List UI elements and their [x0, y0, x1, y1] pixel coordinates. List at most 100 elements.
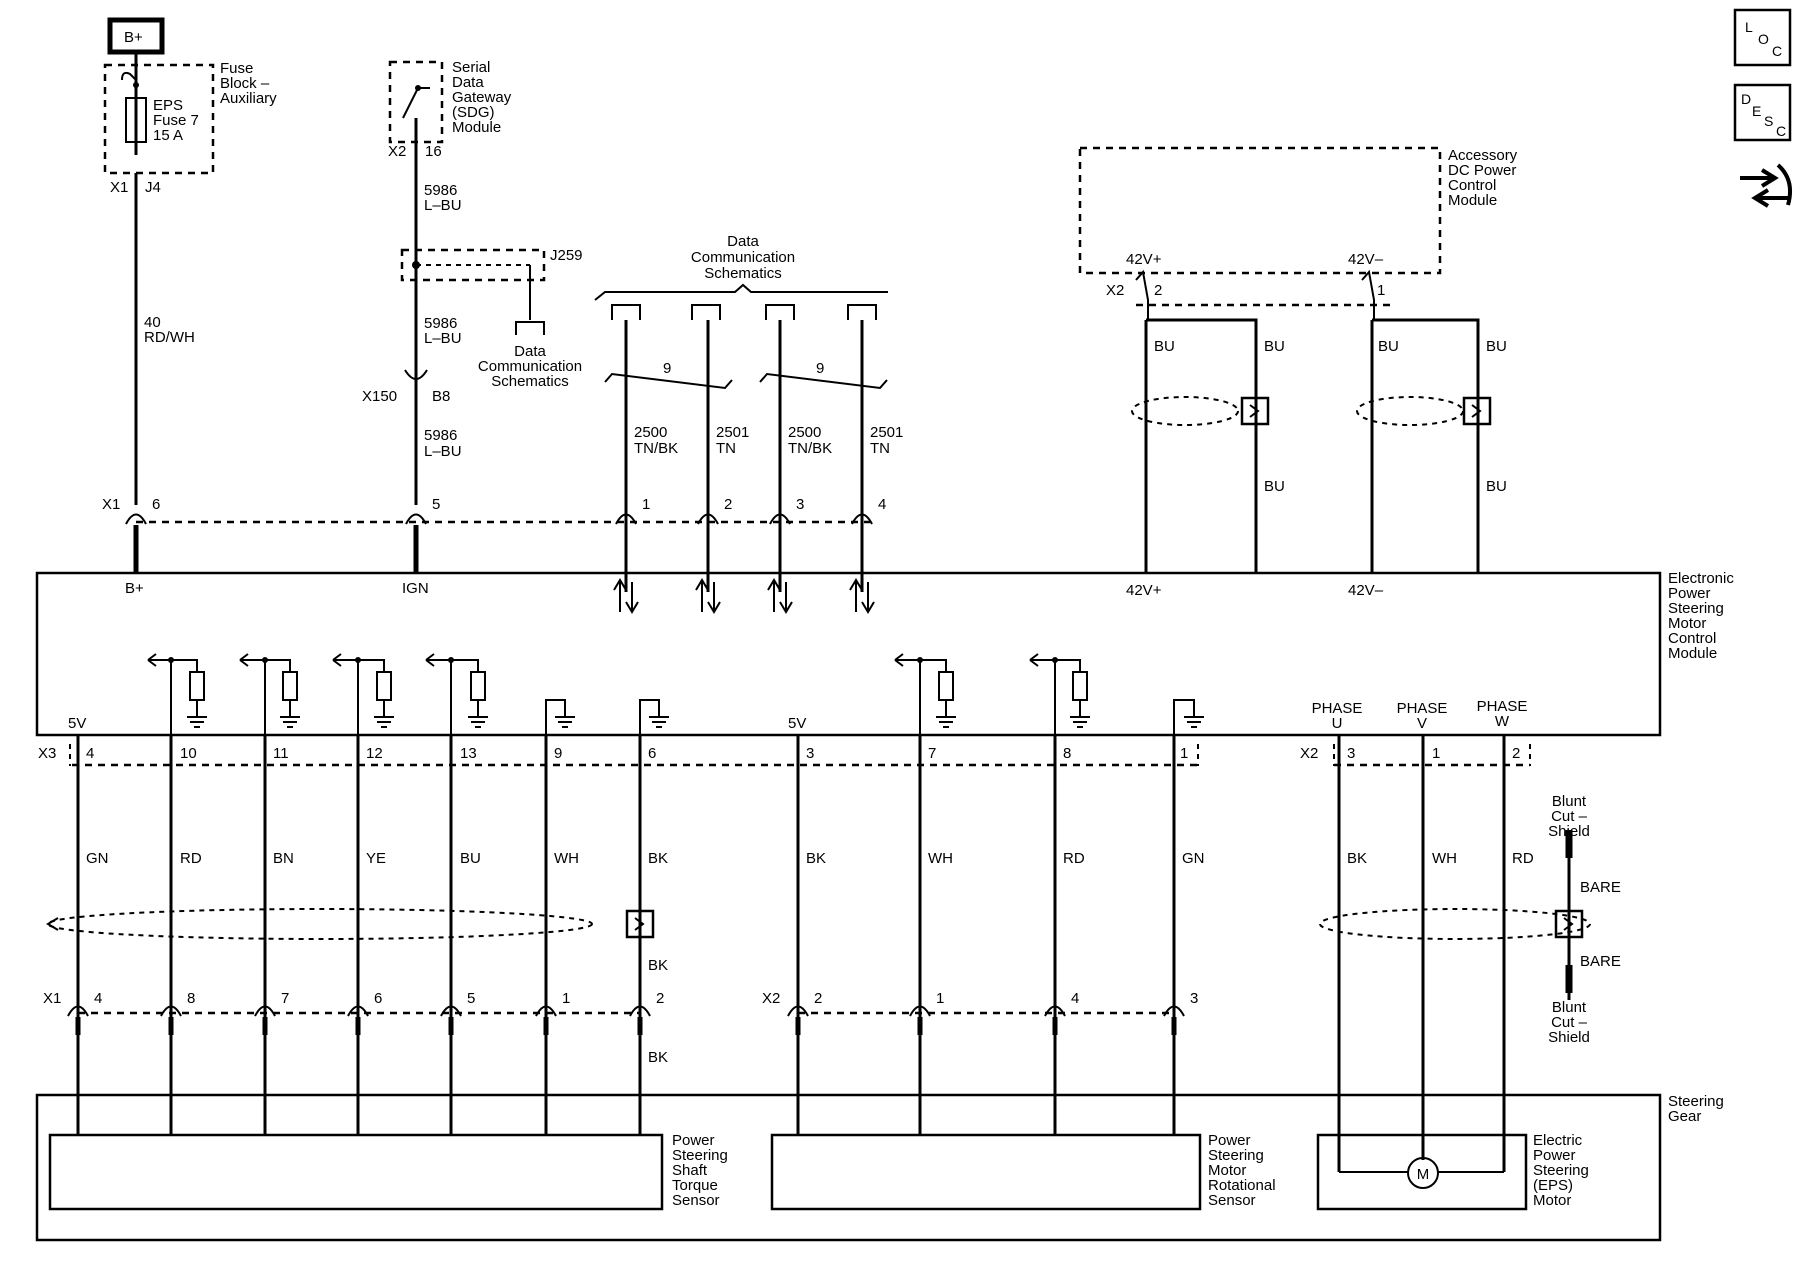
svg-text:Cut –: Cut –: [1551, 808, 1588, 825]
svg-text:Blunt: Blunt: [1552, 793, 1587, 810]
svg-text:4: 4: [1071, 990, 1079, 1007]
svg-text:Electric: Electric: [1533, 1132, 1583, 1149]
svg-text:3: 3: [796, 496, 804, 513]
svg-text:TN/BK: TN/BK: [788, 440, 832, 457]
x1-connector-row: X1 6 5 1 2 3 4: [102, 496, 886, 525]
svg-text:Sensor: Sensor: [1208, 1192, 1256, 1209]
svg-text:WH: WH: [928, 850, 953, 867]
steering-gear: Steering Gear: [35, 1093, 1724, 1242]
svg-text:X150: X150: [362, 388, 397, 405]
svg-text:TN/BK: TN/BK: [634, 440, 678, 457]
motor-symbol: M: [1417, 1166, 1430, 1183]
svg-text:Cut –: Cut –: [1551, 1014, 1588, 1031]
loc-icon[interactable]: L O C: [1733, 8, 1792, 67]
svg-text:U: U: [1332, 715, 1343, 732]
svg-text:Control: Control: [1448, 177, 1496, 194]
accessory-dc-power-module: Accessory DC Power Control Module 42V+ 4…: [1078, 146, 1518, 275]
svg-text:C: C: [1772, 43, 1782, 59]
svg-text:Gear: Gear: [1668, 1108, 1701, 1125]
torque-sensor-shield: BK BK: [46, 908, 668, 1066]
desc-icon[interactable]: D E S C: [1733, 83, 1792, 142]
svg-text:B8: B8: [432, 388, 450, 405]
svg-text:X2: X2: [1106, 282, 1124, 299]
svg-text:X2: X2: [762, 990, 780, 1007]
svg-text:W: W: [1495, 713, 1510, 730]
svg-text:RD/WH: RD/WH: [144, 329, 195, 346]
svg-text:Motor: Motor: [1208, 1162, 1246, 1179]
svg-text:Data: Data: [727, 233, 759, 250]
svg-text:BU: BU: [1486, 478, 1507, 495]
svg-text:L–BU: L–BU: [424, 443, 462, 460]
svg-text:Power: Power: [672, 1132, 715, 1149]
svg-text:6: 6: [152, 496, 160, 513]
svg-text:BK: BK: [648, 850, 668, 867]
svg-text:5: 5: [467, 990, 475, 1007]
svg-text:1: 1: [1180, 745, 1188, 762]
svg-text:X1: X1: [110, 179, 128, 196]
svg-text:Steering: Steering: [1668, 600, 1724, 617]
svg-text:42V–: 42V–: [1348, 251, 1384, 268]
svg-text:Sensor: Sensor: [672, 1192, 720, 1209]
svg-text:42V–: 42V–: [1348, 582, 1384, 599]
svg-text:2: 2: [656, 990, 664, 1007]
torque-sensor: Power Steering Shaft Torque Sensor: [48, 1132, 728, 1211]
svg-text:11: 11: [273, 745, 289, 762]
arrow-transfer-icon[interactable]: [1740, 163, 1792, 208]
svg-text:Module: Module: [1448, 192, 1497, 209]
svg-text:X1: X1: [43, 990, 61, 1007]
svg-text:2501: 2501: [716, 424, 749, 441]
svg-text:Auxiliary: Auxiliary: [220, 90, 277, 107]
svg-text:X3: X3: [38, 745, 56, 762]
svg-text:S: S: [1764, 113, 1773, 129]
svg-text:Control: Control: [1668, 630, 1716, 647]
svg-text:1: 1: [1432, 745, 1440, 762]
internal-resistors: [147, 653, 1204, 735]
svg-text:42V+: 42V+: [1126, 582, 1162, 599]
svg-text:Power: Power: [1668, 585, 1711, 602]
svg-text:Schematics: Schematics: [704, 265, 782, 282]
sdg-module: Serial Data Gateway (SDG) Module: [388, 59, 512, 144]
svg-text:40: 40: [144, 314, 161, 331]
svg-text:TN: TN: [716, 440, 736, 457]
fuse-block: Fuse Block – Auxiliary: [103, 60, 277, 175]
svg-text:E: E: [1752, 103, 1761, 119]
svg-text:EPS: EPS: [153, 97, 183, 114]
svg-text:WH: WH: [1432, 850, 1457, 867]
svg-text:Block –: Block –: [220, 75, 270, 92]
svg-text:L: L: [1745, 19, 1753, 35]
svg-text:9: 9: [554, 745, 562, 762]
svg-text:Data: Data: [514, 343, 546, 360]
svg-text:2: 2: [1512, 745, 1520, 762]
svg-text:3: 3: [806, 745, 814, 762]
svg-text:Data: Data: [452, 74, 484, 91]
svg-text:YE: YE: [366, 850, 386, 867]
svg-text:J4: J4: [145, 179, 161, 196]
svg-text:Steering: Steering: [1208, 1147, 1264, 1164]
x2-sensor-connector: X2 2 1 4 3: [762, 990, 1198, 1017]
svg-text:4: 4: [94, 990, 102, 1007]
svg-text:Communication: Communication: [478, 358, 582, 375]
motor-shield: Blunt Cut – Shield BARE BARE Blunt Cut –…: [1319, 793, 1621, 1046]
connector-terminals: [75, 1017, 1177, 1035]
svg-text:Communication: Communication: [691, 249, 795, 266]
svg-text:Serial: Serial: [452, 59, 490, 76]
svg-text:BARE: BARE: [1580, 953, 1621, 970]
x1-sensor-connector: X1 4 8 7 6 5 1 2: [43, 990, 664, 1017]
svg-text:PHASE: PHASE: [1477, 698, 1528, 715]
svg-text:BK: BK: [648, 957, 668, 974]
svg-text:8: 8: [187, 990, 195, 1007]
svg-text:8: 8: [1063, 745, 1071, 762]
svg-text:3: 3: [1190, 990, 1198, 1007]
svg-text:O: O: [1758, 31, 1769, 47]
rotational-sensor: Power Steering Motor Rotational Sensor: [770, 1132, 1276, 1211]
svg-text:Shield: Shield: [1548, 823, 1590, 840]
svg-text:X2: X2: [388, 143, 406, 160]
svg-text:C: C: [1776, 123, 1786, 139]
svg-text:BU: BU: [1154, 338, 1175, 355]
svg-text:DC Power: DC Power: [1448, 162, 1516, 179]
svg-text:4: 4: [878, 496, 886, 513]
battery-terminal: B+: [107, 17, 165, 55]
svg-text:4: 4: [86, 745, 94, 762]
svg-text:3: 3: [1347, 745, 1355, 762]
svg-text:B+: B+: [125, 580, 144, 597]
